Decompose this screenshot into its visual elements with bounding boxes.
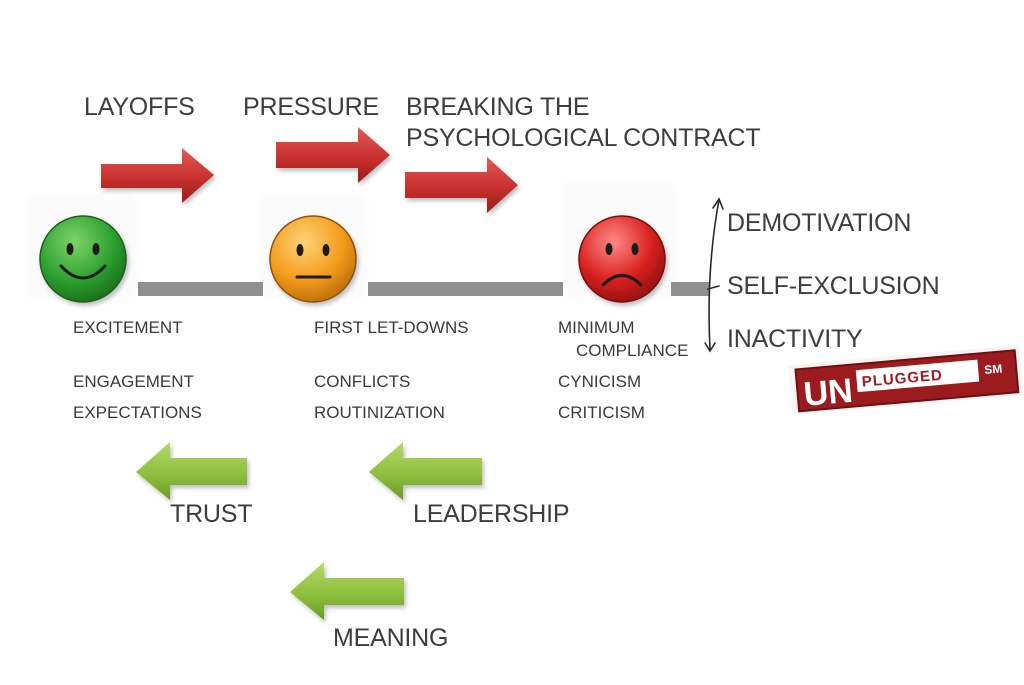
red-arrow-2 xyxy=(276,127,390,183)
label-pressure: PRESSURE xyxy=(243,93,379,121)
stage-2-item: CONFLICTS xyxy=(314,372,411,391)
outcome-demotivation: DEMOTIVATION xyxy=(727,209,912,237)
outcome-inactivity: INACTIVITY xyxy=(727,325,863,353)
label-breaking-line1: BREAKING THE xyxy=(406,93,590,121)
stage-3-item: CRITICISM xyxy=(558,403,645,422)
label-breaking-line2: PSYCHOLOGICAL CONTRACT xyxy=(406,124,761,152)
sad-face-icon xyxy=(578,215,666,303)
remedy-meaning: MEANING xyxy=(333,624,449,652)
stage-1-item: EXPECTATIONS xyxy=(73,403,202,422)
stage-1-label: EXCITEMENT xyxy=(73,318,183,337)
stage-1-items: ENGAGEMENT EXPECTATIONS xyxy=(73,366,202,428)
green-arrow-trust xyxy=(136,442,247,500)
happy-face-icon xyxy=(39,215,127,303)
green-arrow-meaning xyxy=(290,562,404,620)
stage-2-item: ROUTINIZATION xyxy=(314,403,445,422)
remedy-trust: TRUST xyxy=(170,500,253,528)
outcome-bracket-arrow xyxy=(704,197,724,353)
red-arrow-1 xyxy=(101,148,214,203)
outcome-self-exclusion: SELF-EXCLUSION xyxy=(727,272,940,300)
connector-1 xyxy=(138,282,263,296)
connector-2 xyxy=(368,282,563,296)
remedy-leadership: LEADERSHIP xyxy=(413,500,570,528)
stage-1-item: ENGAGEMENT xyxy=(73,372,194,391)
stage-3-label-line1: MINIMUM xyxy=(558,318,635,337)
stage-3-label-line2: COMPLIANCE xyxy=(576,341,689,360)
logo-main-text: UN xyxy=(802,372,854,414)
neutral-face-icon xyxy=(269,215,357,303)
red-arrow-3 xyxy=(405,157,518,213)
stage-3-item: CYNICISM xyxy=(558,372,642,391)
logo-mark: SM xyxy=(984,362,1003,378)
green-arrow-leadership xyxy=(369,442,482,500)
connector-3 xyxy=(671,282,709,296)
stage-2-items: CONFLICTS ROUTINIZATION xyxy=(314,366,445,428)
stage-2-label: FIRST LET-DOWNS xyxy=(314,318,469,337)
label-layoffs: LAYOFFS xyxy=(84,93,195,121)
stage-3-items: CYNICISM CRITICISM xyxy=(558,366,645,428)
unplugged-logo: UN PLUGGED SM xyxy=(788,344,1024,415)
